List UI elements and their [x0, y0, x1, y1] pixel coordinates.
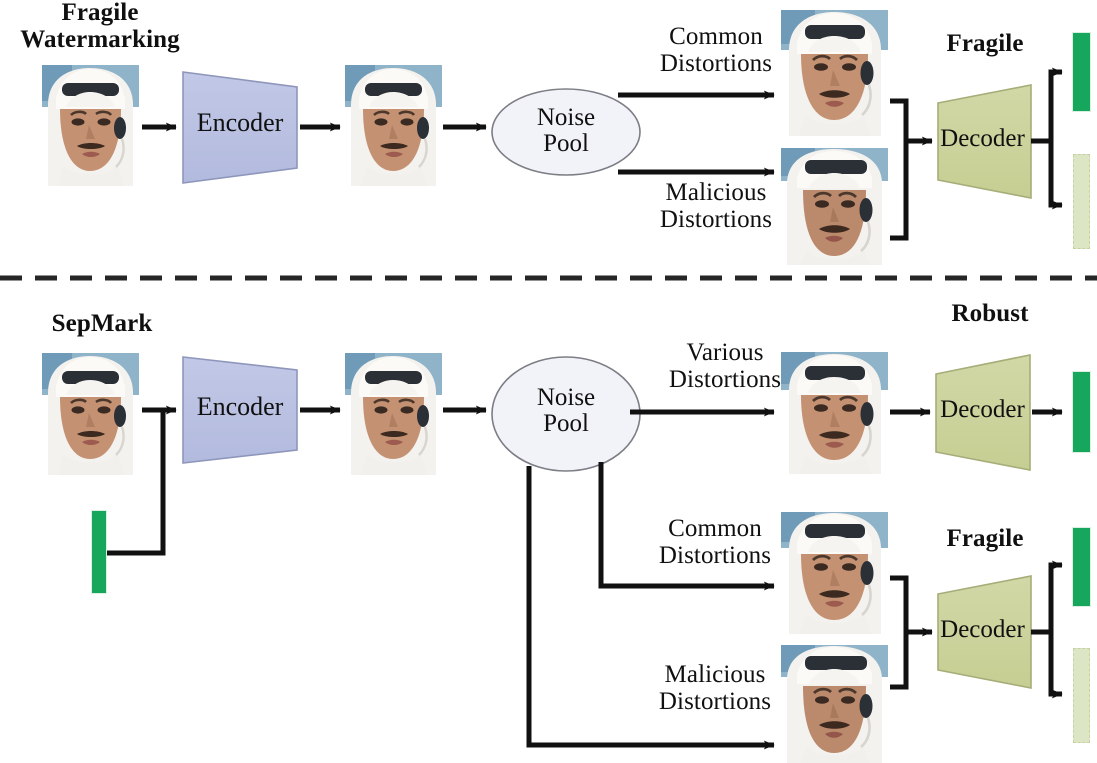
bottom-robust-output-watermark-solid: [1073, 372, 1090, 452]
top-common-distortions-label: Common Distortions: [659, 23, 773, 77]
bottom-malicious-distorted-face-image: [781, 645, 888, 763]
bottom-panel-heading: SepMark: [51, 310, 153, 337]
bottom-cover-face-image: [42, 353, 139, 475]
top-decoder-shape: [937, 84, 1032, 199]
top-encoded-face-image: [345, 65, 442, 186]
bottom-fragile-output-watermark-faded: [1073, 648, 1090, 743]
bottom-fragile-heading: Fragile: [946, 525, 1024, 552]
top-noise-pool-shape: [491, 88, 641, 176]
top-output-watermark-solid: [1073, 33, 1090, 111]
bottom-malicious-distortions-label: Malicious Distortions: [658, 661, 772, 715]
bottom-fragile-output-watermark-solid: [1073, 528, 1090, 606]
bottom-fragile-decoder-shape: [937, 575, 1032, 689]
bottom-noise-pool-shape: [491, 356, 641, 472]
top-output-watermark-faded: [1073, 154, 1090, 249]
bottom-various-distortions-label: Various Distortions: [668, 339, 782, 393]
top-malicious-distorted-face-image: [781, 148, 888, 265]
bottom-fragile-merge-bracket: [890, 575, 933, 690]
bottom-common-distortions-label: Common Distortions: [658, 515, 772, 569]
bottom-input-watermark-solid: [92, 511, 106, 593]
top-panel-heading: Fragile Watermarking: [20, 0, 180, 53]
top-encoder-shape: [182, 71, 298, 184]
bottom-common-distorted-face-image: [781, 512, 888, 634]
bottom-encoded-face-image: [345, 353, 442, 475]
bottom-watermark-feed-line: [104, 410, 166, 556]
bottom-arrow-common-branch: [598, 462, 775, 591]
bottom-various-distorted-face-image: [781, 352, 888, 474]
bottom-encoder-shape: [182, 356, 298, 464]
top-output-split: [1031, 67, 1063, 210]
bottom-robust-decoder-shape: [935, 354, 1031, 471]
bottom-robust-heading: Robust: [951, 300, 1029, 327]
bottom-fragile-output-split: [1031, 560, 1063, 699]
top-decoder-heading: Fragile: [946, 30, 1024, 57]
top-malicious-distortions-label: Malicious Distortions: [659, 179, 773, 233]
top-merge-bracket: [890, 98, 933, 241]
bottom-arrow-malicious-branch: [526, 466, 775, 750]
top-cover-face-image: [42, 65, 139, 186]
top-common-distorted-face-image: [781, 10, 888, 136]
